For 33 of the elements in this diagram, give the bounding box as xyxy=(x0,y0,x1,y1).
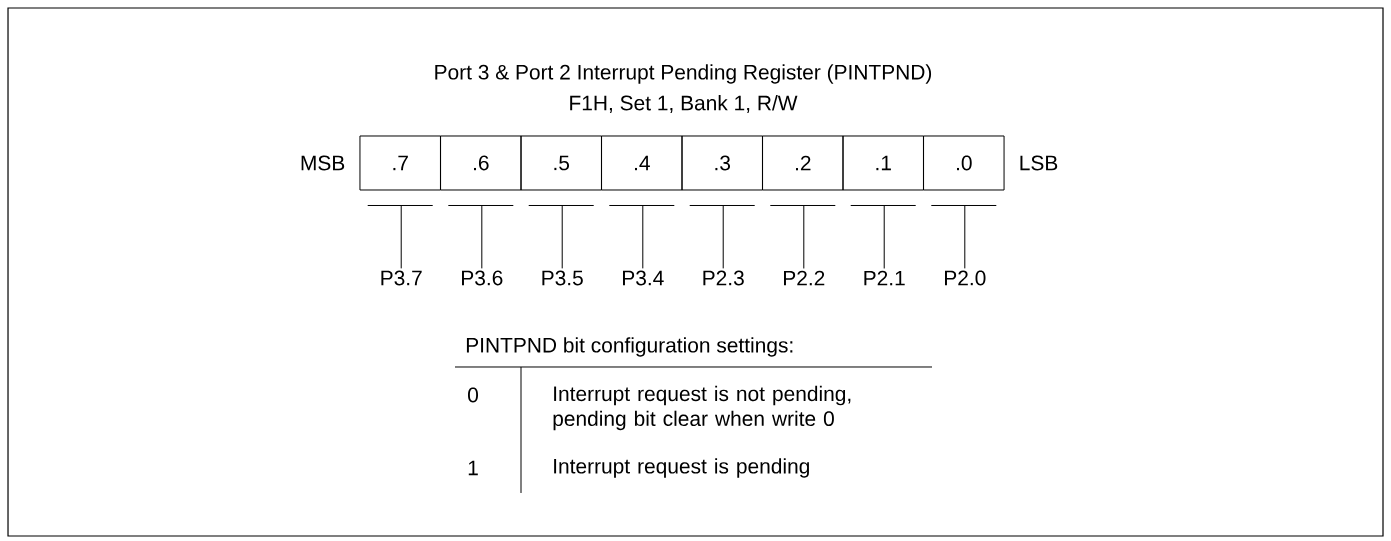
title: Port 3 & Port 2 Interrupt Pending Register (PINTPND) xyxy=(435,64,932,84)
leader-line xyxy=(930,205,997,269)
pin-label: P2.1 xyxy=(864,270,905,286)
leader-line xyxy=(689,205,756,269)
leader-line xyxy=(528,205,595,269)
bit-value: 1 xyxy=(468,460,478,476)
pin-label: P2.3 xyxy=(703,270,744,286)
leader-line xyxy=(367,205,434,269)
leader-line xyxy=(769,205,836,269)
leader-line xyxy=(608,205,675,269)
pin-label: P2.0 xyxy=(945,270,986,286)
pin-label: P3.5 xyxy=(542,270,583,286)
register-cell: .2 xyxy=(762,135,844,191)
msb-label: MSB xyxy=(301,155,345,171)
register-cell: .7 xyxy=(359,135,441,191)
pin-label: P3.7 xyxy=(381,270,422,286)
pin-label: P3.6 xyxy=(462,270,503,286)
leader-line xyxy=(850,205,917,269)
lsb-label: LSB xyxy=(1020,155,1058,171)
register-cell: .3 xyxy=(681,135,763,191)
pin-label: P2.2 xyxy=(784,270,825,286)
subtitle: F1H, Set 1, Bank 1, R/W xyxy=(570,95,798,113)
setting-description: Interrupt request is pending xyxy=(554,458,809,478)
leader-line xyxy=(447,205,514,269)
bit-value: 0 xyxy=(468,387,478,403)
table-heading: PINTPND bit configuration settings: xyxy=(466,337,793,357)
register-cell: .6 xyxy=(440,135,522,191)
register-cell: .4 xyxy=(601,135,683,191)
register-cell: .5 xyxy=(520,135,602,191)
register-cell: .0 xyxy=(923,135,1005,191)
setting-description: Interrupt request is not pending, pending bit clear when write 0 xyxy=(553,385,851,431)
pin-label: P3.4 xyxy=(623,270,664,286)
register-cell: .1 xyxy=(842,135,924,191)
